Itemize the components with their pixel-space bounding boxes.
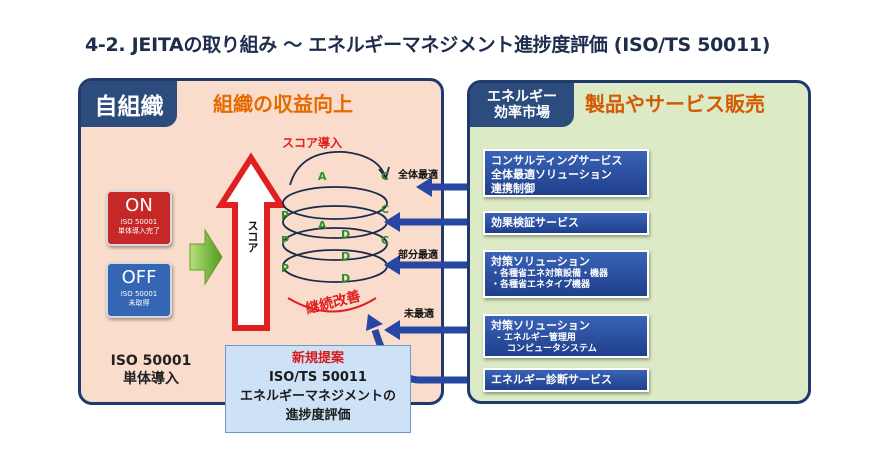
off-status-box: OFF ISO 50001 未取得 — [106, 262, 172, 318]
service-line: 効果検証サービス — [491, 216, 579, 229]
profit-heading: 組織の収益向上 — [213, 92, 353, 116]
on-status-box: ON ISO 50001 単体導入完了 — [106, 190, 172, 246]
service-solution-system: 対策ソリューション - エネルギー管理用 コンピュータシステム — [483, 314, 649, 358]
own-organization-tag: 自組織 — [81, 81, 177, 127]
service-line: 連携制御 — [491, 182, 535, 195]
market-tag-line2: 効率市場 — [494, 105, 550, 121]
service-sub: コンピュータシステム — [507, 344, 597, 354]
energy-market-tag: エネルギー 効率市場 — [470, 83, 574, 127]
cycle-letter: A — [318, 170, 327, 183]
green-transition-arrow — [189, 228, 223, 286]
level-overall: 全体最適 — [398, 170, 438, 181]
service-line: コンサルティングサービス — [491, 154, 623, 167]
cycle-letter: D — [341, 228, 351, 241]
on-sub-line2: 単体導入完了 — [118, 227, 160, 235]
service-sub: ・各種省エネタイプ機器 — [491, 280, 591, 290]
cycle-letter: C — [381, 203, 390, 216]
service-line: 対策ソリューション — [491, 319, 590, 332]
score-up-arrow — [215, 152, 287, 331]
service-verification: 効果検証サービス — [483, 211, 649, 235]
cycle-letter: P — [281, 262, 290, 275]
proposal-line1: 新規提案 — [291, 351, 344, 366]
cycle-letter: P — [281, 234, 290, 247]
iso-single-adoption: ISO 50001 単体導入 — [96, 352, 206, 388]
iso-single-line2: 単体導入 — [123, 371, 179, 387]
service-solution-equipment: 対策ソリューション ・各種省エネ対策設備・機器 ・各種省エネタイプ機器 — [483, 250, 649, 298]
on-sub-line1: ISO 50001 — [120, 218, 158, 226]
service-diagnosis: エネルギー診断サービス — [483, 368, 649, 392]
service-sub: - エネルギー管理用 — [497, 333, 576, 343]
service-sub: ・各種省エネ対策設備・機器 — [491, 269, 609, 279]
service-consulting: コンサルティングサービス 全体最適ソリューション 連携制御 — [483, 149, 649, 197]
products-heading: 製品やサービス販売 — [585, 92, 765, 116]
cycle-letter: D — [341, 272, 351, 285]
off-sub-line2: 未取得 — [128, 299, 150, 307]
level-none: 未最適 — [404, 309, 434, 320]
cycle-letter: A — [318, 219, 327, 232]
off-sub-line1: ISO 50001 — [120, 290, 158, 298]
page-title: 4-2. JEITAの取り組み ～ エネルギーマネジメント進捗度評価 (ISO/… — [85, 34, 771, 56]
off-label: OFF — [121, 267, 157, 288]
cycle-letter: C — [381, 170, 390, 183]
proposal-line3: エネルギーマネジメントの — [239, 389, 396, 404]
new-proposal-box: 新規提案 ISO/TS 50011 エネルギーマネジメントの 進捗度評価 — [225, 345, 411, 433]
on-label: ON — [125, 195, 153, 216]
iso-single-line1: ISO 50001 — [110, 353, 192, 369]
cycle-letter: D — [341, 250, 351, 263]
cycle-letter: C — [381, 234, 390, 247]
proposal-line2: ISO/TS 50011 — [269, 370, 367, 385]
score-introduction-label: スコア導入 — [282, 136, 343, 150]
service-line: 全体最適ソリューション — [491, 168, 612, 181]
market-tag-line1: エネルギー — [487, 89, 557, 105]
arrow-score-text: スコア — [246, 220, 259, 253]
service-line: 対策ソリューション — [491, 255, 590, 268]
service-line: エネルギー診断サービス — [491, 373, 612, 386]
cycle-letter: P — [281, 209, 290, 222]
pdca-spiral — [282, 151, 390, 283]
improvement-arc — [287, 297, 377, 313]
proposal-line4: 進捗度評価 — [285, 408, 351, 423]
level-partial: 部分最適 — [398, 250, 438, 261]
